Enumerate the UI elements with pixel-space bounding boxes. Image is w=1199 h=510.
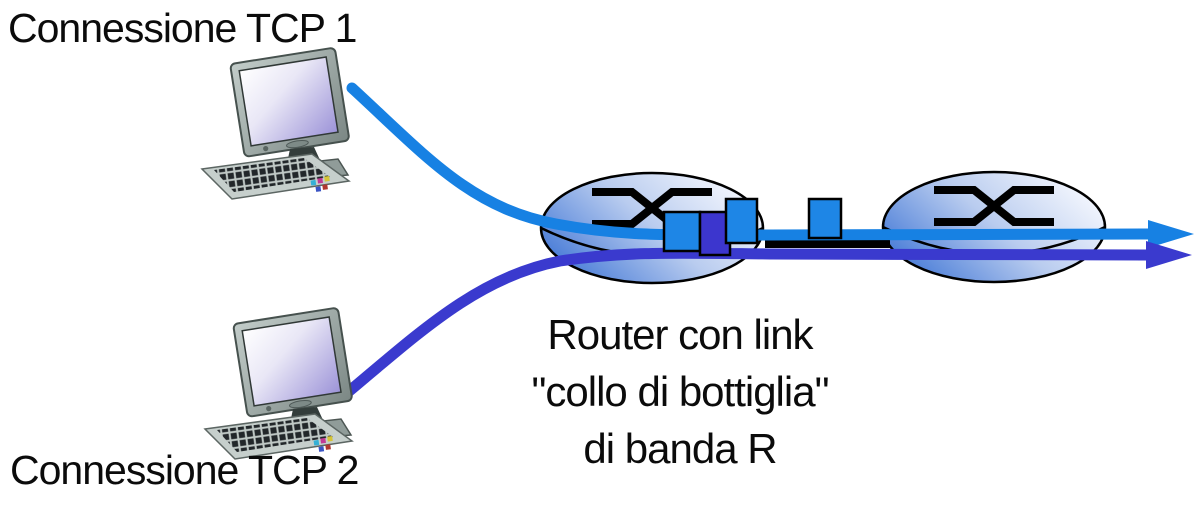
router-body	[881, 170, 1107, 284]
queued-packet-1	[662, 210, 702, 253]
tcp2-connection-label: Connessione TCP 2	[10, 447, 359, 493]
flow-tcp1-arrowhead	[1148, 220, 1194, 248]
router-right	[881, 170, 1107, 284]
tcp1-connection-label: Connessione TCP 1	[8, 5, 357, 51]
router-crossbar-icon	[934, 186, 1054, 226]
packet-on-link	[807, 197, 843, 240]
host-tcp1	[201, 46, 351, 201]
router-caption-line3: di banda R	[583, 425, 777, 472]
host-tcp2	[204, 306, 354, 460]
flow-tcp2-arrowhead	[1146, 241, 1192, 269]
router-caption-line2: "collo di bottiglia"	[531, 368, 830, 415]
router-caption-line1: Router con link	[547, 311, 813, 358]
packet-queue	[662, 197, 843, 257]
queued-packet-3	[724, 197, 759, 245]
router-caption: Router con link "collo di bottiglia" di …	[430, 306, 930, 477]
